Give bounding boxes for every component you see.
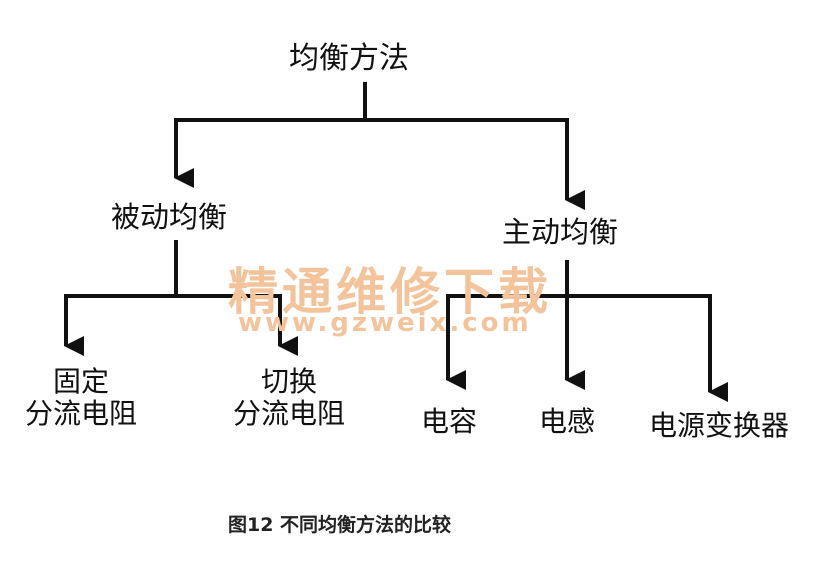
watermark-url: www.gzweix.com [238,308,532,338]
active-connector [448,260,710,298]
node-passive: 被动均衡 [111,200,228,234]
node-capacitor: 电容 [420,405,477,438]
node-switched-line2: 分流电阻 [232,397,345,431]
watermark-text: 精通维修下载 [228,263,552,321]
passive-connector [66,240,280,298]
node-inductor: 电感 [538,405,595,438]
node-fixed-line1: 固定 [52,365,109,398]
node-fixed-line2: 分流电阻 [24,397,137,431]
node-root: 均衡方法 [289,41,409,76]
root-connector [176,82,567,122]
node-fixed-shunt: 固定 分流电阻 [6,365,156,431]
node-active: 主动均衡 [502,215,619,249]
node-switched-line1: 切换 [260,365,317,398]
node-switched-shunt: 切换 分流电阻 [214,365,364,431]
figure-caption: 图12 不同均衡方法的比较 [228,514,452,536]
node-power-converter: 电源变换器 [648,409,789,442]
